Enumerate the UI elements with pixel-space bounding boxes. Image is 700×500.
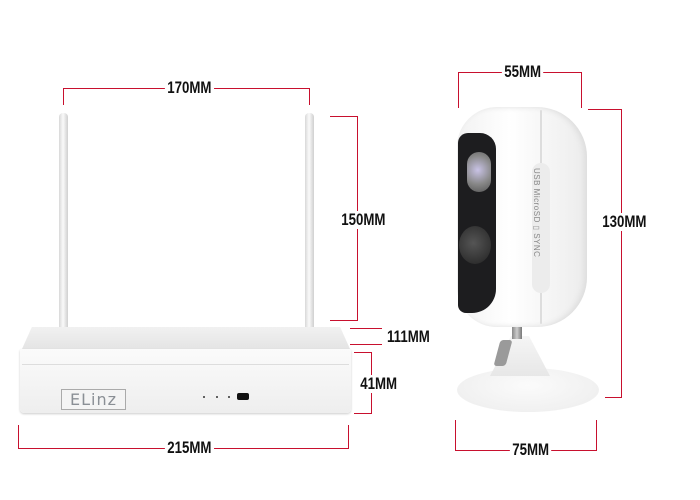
dim-label-antenna-height: 150MM [338,211,388,229]
status-led [237,393,249,400]
camera-mount-joint [512,323,522,339]
dimension-line [330,116,358,117]
dim-label-camera-height: 130MM [599,213,649,231]
camera-port-labels: USB MicroSD ▯ SYNC [532,168,541,258]
nvr-top-panel [22,327,350,349]
pir-sensor [459,226,491,264]
indicator-dot [216,396,218,398]
dimension-line [350,328,382,329]
dimension-line [581,72,582,108]
nvr-edge-line [22,364,349,365]
dim-label-depth: 55MM [501,63,544,81]
nvr-antenna-right [305,113,314,329]
indicator-dot [228,396,230,398]
camera-lens [467,152,491,192]
dimension-line [18,425,19,449]
dim-label-body-height: 41MM [357,375,400,393]
dimension-line [63,88,64,105]
dimension-line [354,413,372,414]
dim-label-total-height: 111MM [384,328,433,346]
dimension-line [596,420,597,451]
dimension-line [458,72,459,108]
dim-label-width: 215MM [164,439,214,457]
dimension-line [350,344,382,345]
camera-port-cover [532,163,550,293]
dim-label-antenna-spacing: 170MM [164,79,214,97]
dimension-line [588,109,622,110]
nvr-antenna-left [59,113,68,329]
brand-logo: ELinz [61,389,126,410]
dimension-line [348,425,349,449]
dim-label-base-width: 75MM [509,441,552,459]
dimension-line [309,88,310,105]
dimension-line [330,320,358,321]
dimension-line [605,397,622,398]
dimension-line [455,420,456,451]
indicator-dot [203,396,205,398]
dimension-line [621,109,622,398]
dimension-line [354,352,372,353]
